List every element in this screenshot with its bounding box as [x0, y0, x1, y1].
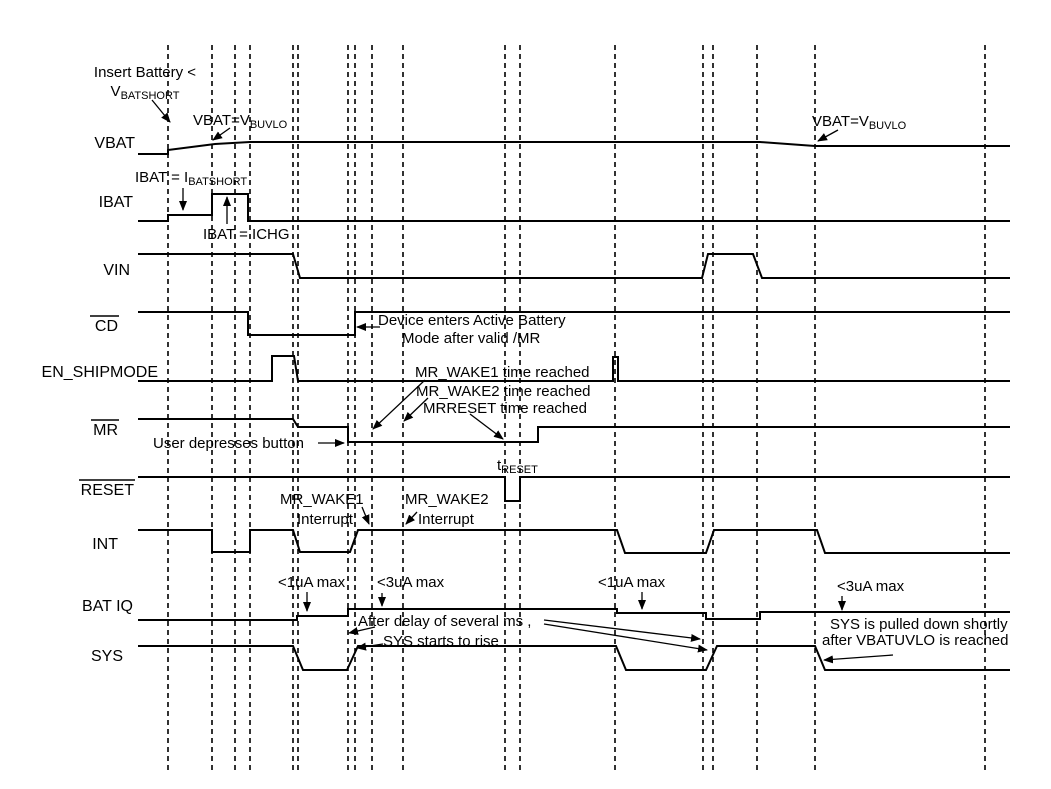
signal-bat-iq-waveform	[138, 608, 1010, 621]
arrow-after-delay-right-arrow-2	[543, 623, 708, 653]
annotation-after-delay-sys-rise-line1: After delay of several ms ,	[358, 613, 531, 630]
annotation-mr-wake2-time: MR_WAKE2 time reached	[416, 383, 591, 400]
arrow-mrreset-time-arrow	[469, 413, 504, 440]
signal-en-shipmode-label: EN_SHIPMODE	[42, 364, 158, 381]
annotation-vbat-vbuvlo-right: VBAT=VBUVLO	[812, 113, 907, 132]
annotation-mr-wake1-interrupt-line1: MR_WAKE1	[280, 491, 364, 508]
signal-ibat-waveform	[138, 193, 1010, 222]
annotation-sys-pulled-down-line1: SYS is pulled down shortly	[830, 616, 1008, 633]
annotation-mr-wake1-interrupt-line2: Interrupt	[297, 511, 354, 528]
arrow-mr-wake2-time-arrow	[403, 397, 429, 422]
arrow-insert-battery-arrow	[151, 99, 171, 123]
arrow-mr-wake1-interrupt-arrow	[361, 506, 370, 525]
arrow-vbat-vbuvlo-left-arrow	[212, 127, 231, 141]
signal-sys-waveform	[138, 645, 1010, 671]
annotation-insert-battery-note-line1: Insert Battery <	[94, 64, 196, 81]
arrow-mr-wake2-interrupt-arrow	[405, 511, 418, 525]
annotation-device-enters-active-battery-line1: Device enters Active Battery	[378, 312, 566, 329]
annotation-lt3ua-max-left: <3uA max	[377, 574, 445, 591]
signal-reset-label: RESET	[81, 482, 135, 499]
signal-ibat-label: IBAT	[99, 194, 134, 211]
signal-vin-waveform	[138, 253, 1010, 279]
signal-mr-label: MR	[93, 422, 118, 439]
annotation-mr-wake2-interrupt-line1: MR_WAKE2	[405, 491, 489, 508]
annotation-ibat-ichg: IBAT = ICHG	[203, 226, 290, 243]
signal-vin-label: VIN	[103, 262, 130, 279]
annotation-t-reset: tRESET	[497, 457, 538, 476]
signal-vbat-waveform	[138, 141, 1010, 155]
annotation-sys-pulled-down-line2: after VBATUVLO is reached	[822, 632, 1008, 649]
annotation-after-delay-sys-rise-line2: SYS starts to rise	[383, 633, 499, 650]
annotation-mr-wake1-time: MR_WAKE1 time reached	[415, 364, 590, 381]
arrow-after-delay-right-arrow-1	[543, 619, 701, 642]
arrow-vbat-vbuvlo-right-arrow	[817, 129, 839, 142]
signal-sys-label: SYS	[91, 648, 123, 665]
signal-en-shipmode-waveform	[138, 355, 1010, 382]
signal-reset-waveform	[138, 476, 1010, 502]
signal-vbat-label: VBAT	[94, 135, 135, 152]
arrow-sys-pulled-down-arrow	[823, 654, 894, 664]
signal-int-label: INT	[92, 536, 118, 553]
annotation-mr-wake2-interrupt-line2: Interrupt	[418, 511, 475, 528]
signal-bat-iq-label: BAT IQ	[82, 598, 133, 615]
arrow-mr-wake1-time-arrow	[372, 379, 426, 430]
annotation-mrreset-time: MRRESET time reached	[423, 400, 587, 417]
signal-mr-waveform	[138, 418, 1010, 443]
signal-int-waveform	[138, 529, 1010, 554]
arrow-after-delay-left-arrow-2	[356, 642, 384, 651]
annotation-lt1ua-max-right: <1uA max	[598, 574, 666, 591]
annotation-ibat-ibatshort: IBAT = IBATSHORT	[135, 169, 247, 188]
signal-cd-waveform	[138, 311, 1010, 336]
annotation-vbat-vbuvlo-left: VBAT=VBUVLO	[193, 112, 288, 131]
annotation-user-depresses-button: User depresses button	[153, 435, 304, 452]
arrow-after-delay-left-arrow-1	[348, 626, 376, 635]
signal-cd-label: CD	[95, 318, 118, 335]
annotation-lt3ua-max-right: <3uA max	[837, 578, 905, 595]
annotation-insert-battery-note-line2: VBATSHORT	[111, 83, 180, 102]
annotation-device-enters-active-battery-line2: Mode after valid /MR	[402, 330, 541, 347]
annotation-lt1ua-max-left: <1uA max	[278, 574, 346, 591]
